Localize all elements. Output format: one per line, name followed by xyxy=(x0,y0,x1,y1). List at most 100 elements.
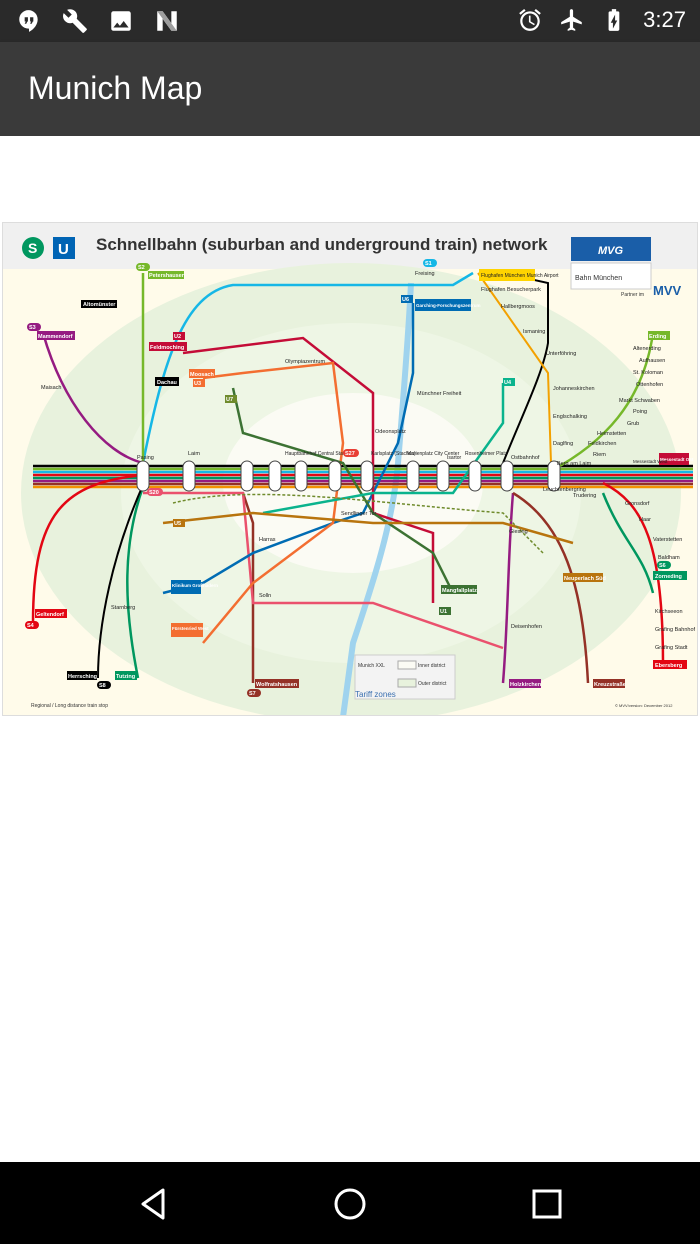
badge-u3: U3 xyxy=(194,381,201,387)
label-daglfing: Daglfing xyxy=(553,441,573,447)
label-karlsplatz: Karlsplatz (Stachus) xyxy=(371,451,416,457)
label-starnberg: Starnberg xyxy=(111,605,135,611)
label-hallbergmoos: Hallbergmoos xyxy=(501,304,535,310)
badge-s6: S6 xyxy=(659,563,666,569)
label-kirchseeon: Kirchseeon xyxy=(655,609,683,615)
hangouts-icon xyxy=(19,10,38,32)
label-solln: Solln xyxy=(259,593,271,599)
u-bahn-logo xyxy=(53,237,75,259)
label-neuperlach-sued: Neuperlach Süd xyxy=(564,576,606,582)
label-moosach: Moosach xyxy=(190,372,214,378)
u-logo-text: U xyxy=(58,241,69,258)
label-holzkirchen: Holzkirchen xyxy=(510,682,542,688)
trunk-stations xyxy=(136,460,561,492)
label-unterfoehring: Unterföhring xyxy=(546,351,576,357)
transit-map-svg: S U Schnellbahn (suburban and undergroun… xyxy=(3,223,697,715)
label-grub: Grub xyxy=(627,421,639,427)
label-geltendorf: Geltendorf xyxy=(36,612,64,618)
label-trudering: Trudering xyxy=(573,493,596,499)
label-airport: Flughafen München Munich Airport xyxy=(481,273,559,279)
label-pasing: Pasing xyxy=(137,455,154,461)
label-berg-am-laim: Berg am Laim xyxy=(557,461,592,467)
airplane-icon xyxy=(561,9,582,31)
label-feldmoching: Feldmoching xyxy=(150,345,184,351)
badge-s27: S27 xyxy=(345,451,355,457)
battery-icon xyxy=(608,9,620,31)
label-marienplatz: Marienplatz City Center xyxy=(407,451,460,457)
label-poing: Poing xyxy=(633,409,647,415)
label-muenchner-freiheit: Münchner Freiheit xyxy=(417,391,462,397)
label-zorneding: Zorneding xyxy=(655,574,682,580)
label-garching-forschungszentrum: Garching-Forschungszentrum xyxy=(416,303,481,308)
line-s8-west xyxy=(97,484,144,679)
n-icon xyxy=(157,11,177,31)
label-giesing: Giesing xyxy=(509,529,528,535)
label-st-koloman: St. Koloman xyxy=(633,370,663,376)
line-s4-west xyxy=(31,473,144,624)
transit-map[interactable]: S U Schnellbahn (suburban and undergroun… xyxy=(2,222,698,716)
legend-munich-xxl: Munich XXL xyxy=(358,663,385,669)
label-mammendorf: Mammendorf xyxy=(38,334,73,340)
label-wolfratshausen: Wolfratshausen xyxy=(256,682,298,688)
label-baldham: Baldham xyxy=(658,555,680,561)
label-freising: Freising xyxy=(415,271,435,277)
label-englschalking: Englschalking xyxy=(553,414,587,420)
line-s6-west xyxy=(126,486,145,679)
line-u1 xyxy=(231,387,455,594)
line-s7-east xyxy=(512,491,590,684)
legend-copyright: © MVV/version: December 2012 xyxy=(615,703,673,708)
label-dachau: Dachau xyxy=(157,380,177,386)
line-s2-east xyxy=(550,332,655,473)
recents-icon[interactable] xyxy=(525,1182,569,1226)
label-petershausen: Petershausen xyxy=(149,273,186,279)
badge-u4: U4 xyxy=(504,380,512,386)
label-isartor: Isartor xyxy=(447,455,462,461)
label-haar: Haar xyxy=(639,517,651,523)
line-u7 xyxy=(172,493,544,554)
mvg-logo-text: MVG xyxy=(598,245,624,257)
label-rosenheimer-platz: Rosenheimer Platz xyxy=(465,451,508,457)
badge-s3: S3 xyxy=(29,325,36,331)
label-sendlinger-tor: Sendlinger Tor xyxy=(341,511,377,517)
line-s6-east xyxy=(601,492,655,594)
label-olympiazentrum: Olympiazentrum xyxy=(285,359,325,365)
label-ottenhofen: Ottenhofen xyxy=(636,382,663,388)
label-mangfallplatz: Mangfallplatz xyxy=(442,588,477,594)
line-s3-west xyxy=(41,332,144,465)
label-kreuzstrasse: Kreuzstraße xyxy=(594,682,626,688)
s-bahn-logo xyxy=(22,237,44,259)
label-erding: Erding xyxy=(649,334,666,340)
navigation-bar xyxy=(0,1162,700,1244)
badge-s7: S7 xyxy=(249,691,256,697)
status-bar: 3:27 xyxy=(0,0,700,42)
back-icon[interactable] xyxy=(131,1182,175,1226)
badge-s8: S8 xyxy=(99,683,106,689)
image-icon xyxy=(111,11,131,31)
legend-outer: Outer district xyxy=(418,681,447,687)
label-deisenhofen: Deisenhofen xyxy=(511,624,542,630)
label-heimstetten: Heimstetten xyxy=(597,431,626,437)
line-u2 xyxy=(182,336,435,603)
label-klinikum-grosshadern: Klinikum Großhadern xyxy=(172,583,218,588)
label-riem: Riem xyxy=(593,452,606,458)
legend-regional: Regional / Long distance train stop xyxy=(31,703,108,709)
label-altenerding: Altenerding xyxy=(633,346,661,352)
label-ostbahnhof: Ostbahnhof xyxy=(511,455,540,461)
line-u3 xyxy=(202,361,345,644)
badge-u2: U2 xyxy=(174,334,181,340)
badge-u6: U6 xyxy=(402,297,409,303)
home-icon[interactable] xyxy=(328,1182,372,1226)
line-u4 xyxy=(262,383,505,515)
label-tutzing: Tutzing xyxy=(116,674,135,680)
legend-tariff: Tariff zones xyxy=(355,690,396,699)
bahn-logo-text: Bahn München xyxy=(575,275,622,282)
badge-s1: S1 xyxy=(425,261,432,267)
label-feldkirchen: Feldkirchen xyxy=(588,441,616,447)
label-ebersberg: Ebersberg xyxy=(655,663,682,669)
label-altomuenster: Altomünster xyxy=(83,302,116,308)
label-ismaning: Ismaning xyxy=(523,329,545,335)
line-u6 xyxy=(332,303,415,525)
label-gronsdorf: Gronsdorf xyxy=(625,501,650,507)
label-vaterstetten: Vaterstetten xyxy=(653,537,682,543)
badge-u7: U7 xyxy=(226,397,233,403)
